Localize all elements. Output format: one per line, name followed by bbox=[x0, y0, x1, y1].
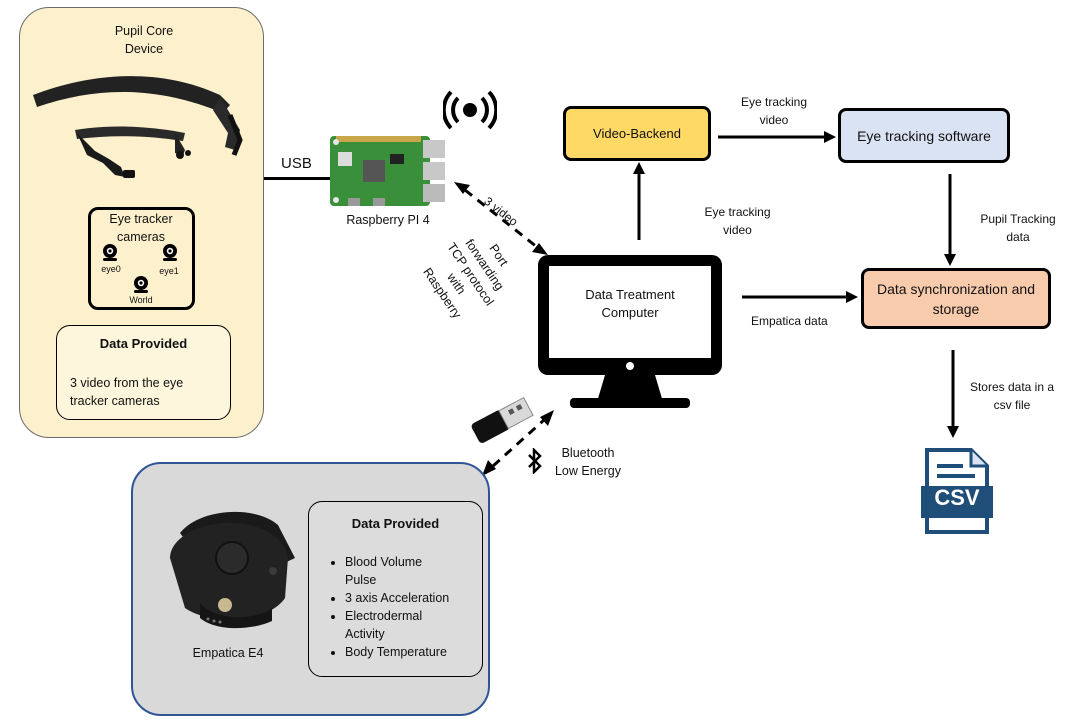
computer-to-sync-arrow bbox=[742, 291, 858, 303]
eye-tracker-glasses-icon bbox=[33, 76, 243, 178]
pupil-data-provided-box bbox=[56, 325, 231, 420]
camera-label-world: World bbox=[129, 295, 153, 305]
raspberry-pi-board-icon bbox=[330, 136, 445, 206]
webcam-icon bbox=[134, 276, 148, 293]
empatica-data-provided-title: Data Provided bbox=[351, 516, 440, 531]
usb-label: USB bbox=[281, 155, 312, 172]
csv-label: CSV bbox=[934, 485, 980, 510]
list-item: Blood Volume Pulse bbox=[345, 553, 500, 589]
sync-to-csv-arrow bbox=[947, 350, 959, 438]
pupil-core-title: Pupil Core Device bbox=[114, 24, 174, 56]
empatica-device-label: Empatica E4 bbox=[192, 646, 264, 660]
tcp-link-arrow bbox=[454, 182, 548, 255]
list-item: 3 axis Acceleration bbox=[345, 589, 500, 607]
pupil-tracking-data-label: Pupil Tracking data bbox=[980, 212, 1056, 244]
eye-tracking-video-top-label: Eye tracking video bbox=[740, 95, 808, 127]
computer-to-backend-arrow bbox=[633, 162, 645, 240]
computer-label: Data Treatment Computer bbox=[585, 287, 675, 320]
pupil-data-provided-title: Data Provided bbox=[99, 336, 188, 351]
wireless-signal-icon bbox=[443, 90, 497, 130]
cameras-title: Eye tracker cameras bbox=[109, 212, 173, 244]
webcam-icon bbox=[103, 244, 117, 261]
camera-label-eye0: eye0 bbox=[101, 264, 121, 274]
usb-line bbox=[264, 177, 330, 180]
backend-to-software-arrow bbox=[718, 131, 836, 143]
eye-tracking-video-mid-label: Eye tracking video bbox=[704, 205, 771, 237]
camera-label-eye1: eye1 bbox=[159, 266, 179, 276]
pupil-data-provided-text: 3 video from the eye tracker cameras bbox=[70, 376, 184, 408]
ble-link-arrow bbox=[482, 410, 554, 476]
raspberry-label: Raspberry PI 4 bbox=[346, 213, 430, 227]
csv-file-icon bbox=[921, 448, 993, 534]
usb-dongle-icon bbox=[471, 396, 534, 443]
eye-tracking-software-box: Eye tracking software bbox=[838, 108, 1010, 163]
empatica-data-label: Empatica data bbox=[751, 314, 828, 328]
empatica-data-list: Blood Volume Pulse 3 axis Acceleration E… bbox=[325, 553, 500, 661]
monitor-icon bbox=[538, 255, 722, 408]
bluetooth-icon bbox=[528, 448, 542, 474]
bluetooth-label: Bluetooth Low Energy bbox=[554, 446, 621, 478]
data-sync-box: Data synchronization and storage bbox=[861, 268, 1051, 329]
wristband-icon bbox=[170, 511, 295, 629]
webcam-icon bbox=[163, 244, 177, 261]
list-item: Body Temperature bbox=[345, 643, 500, 661]
list-item: Electrodermal Activity bbox=[345, 607, 500, 643]
empatica-data-provided-box bbox=[308, 501, 483, 677]
video-backend-box: Video-Backend bbox=[563, 106, 711, 161]
software-to-sync-arrow bbox=[944, 174, 956, 266]
stores-data-label: Stores data in a csv file bbox=[969, 380, 1055, 412]
